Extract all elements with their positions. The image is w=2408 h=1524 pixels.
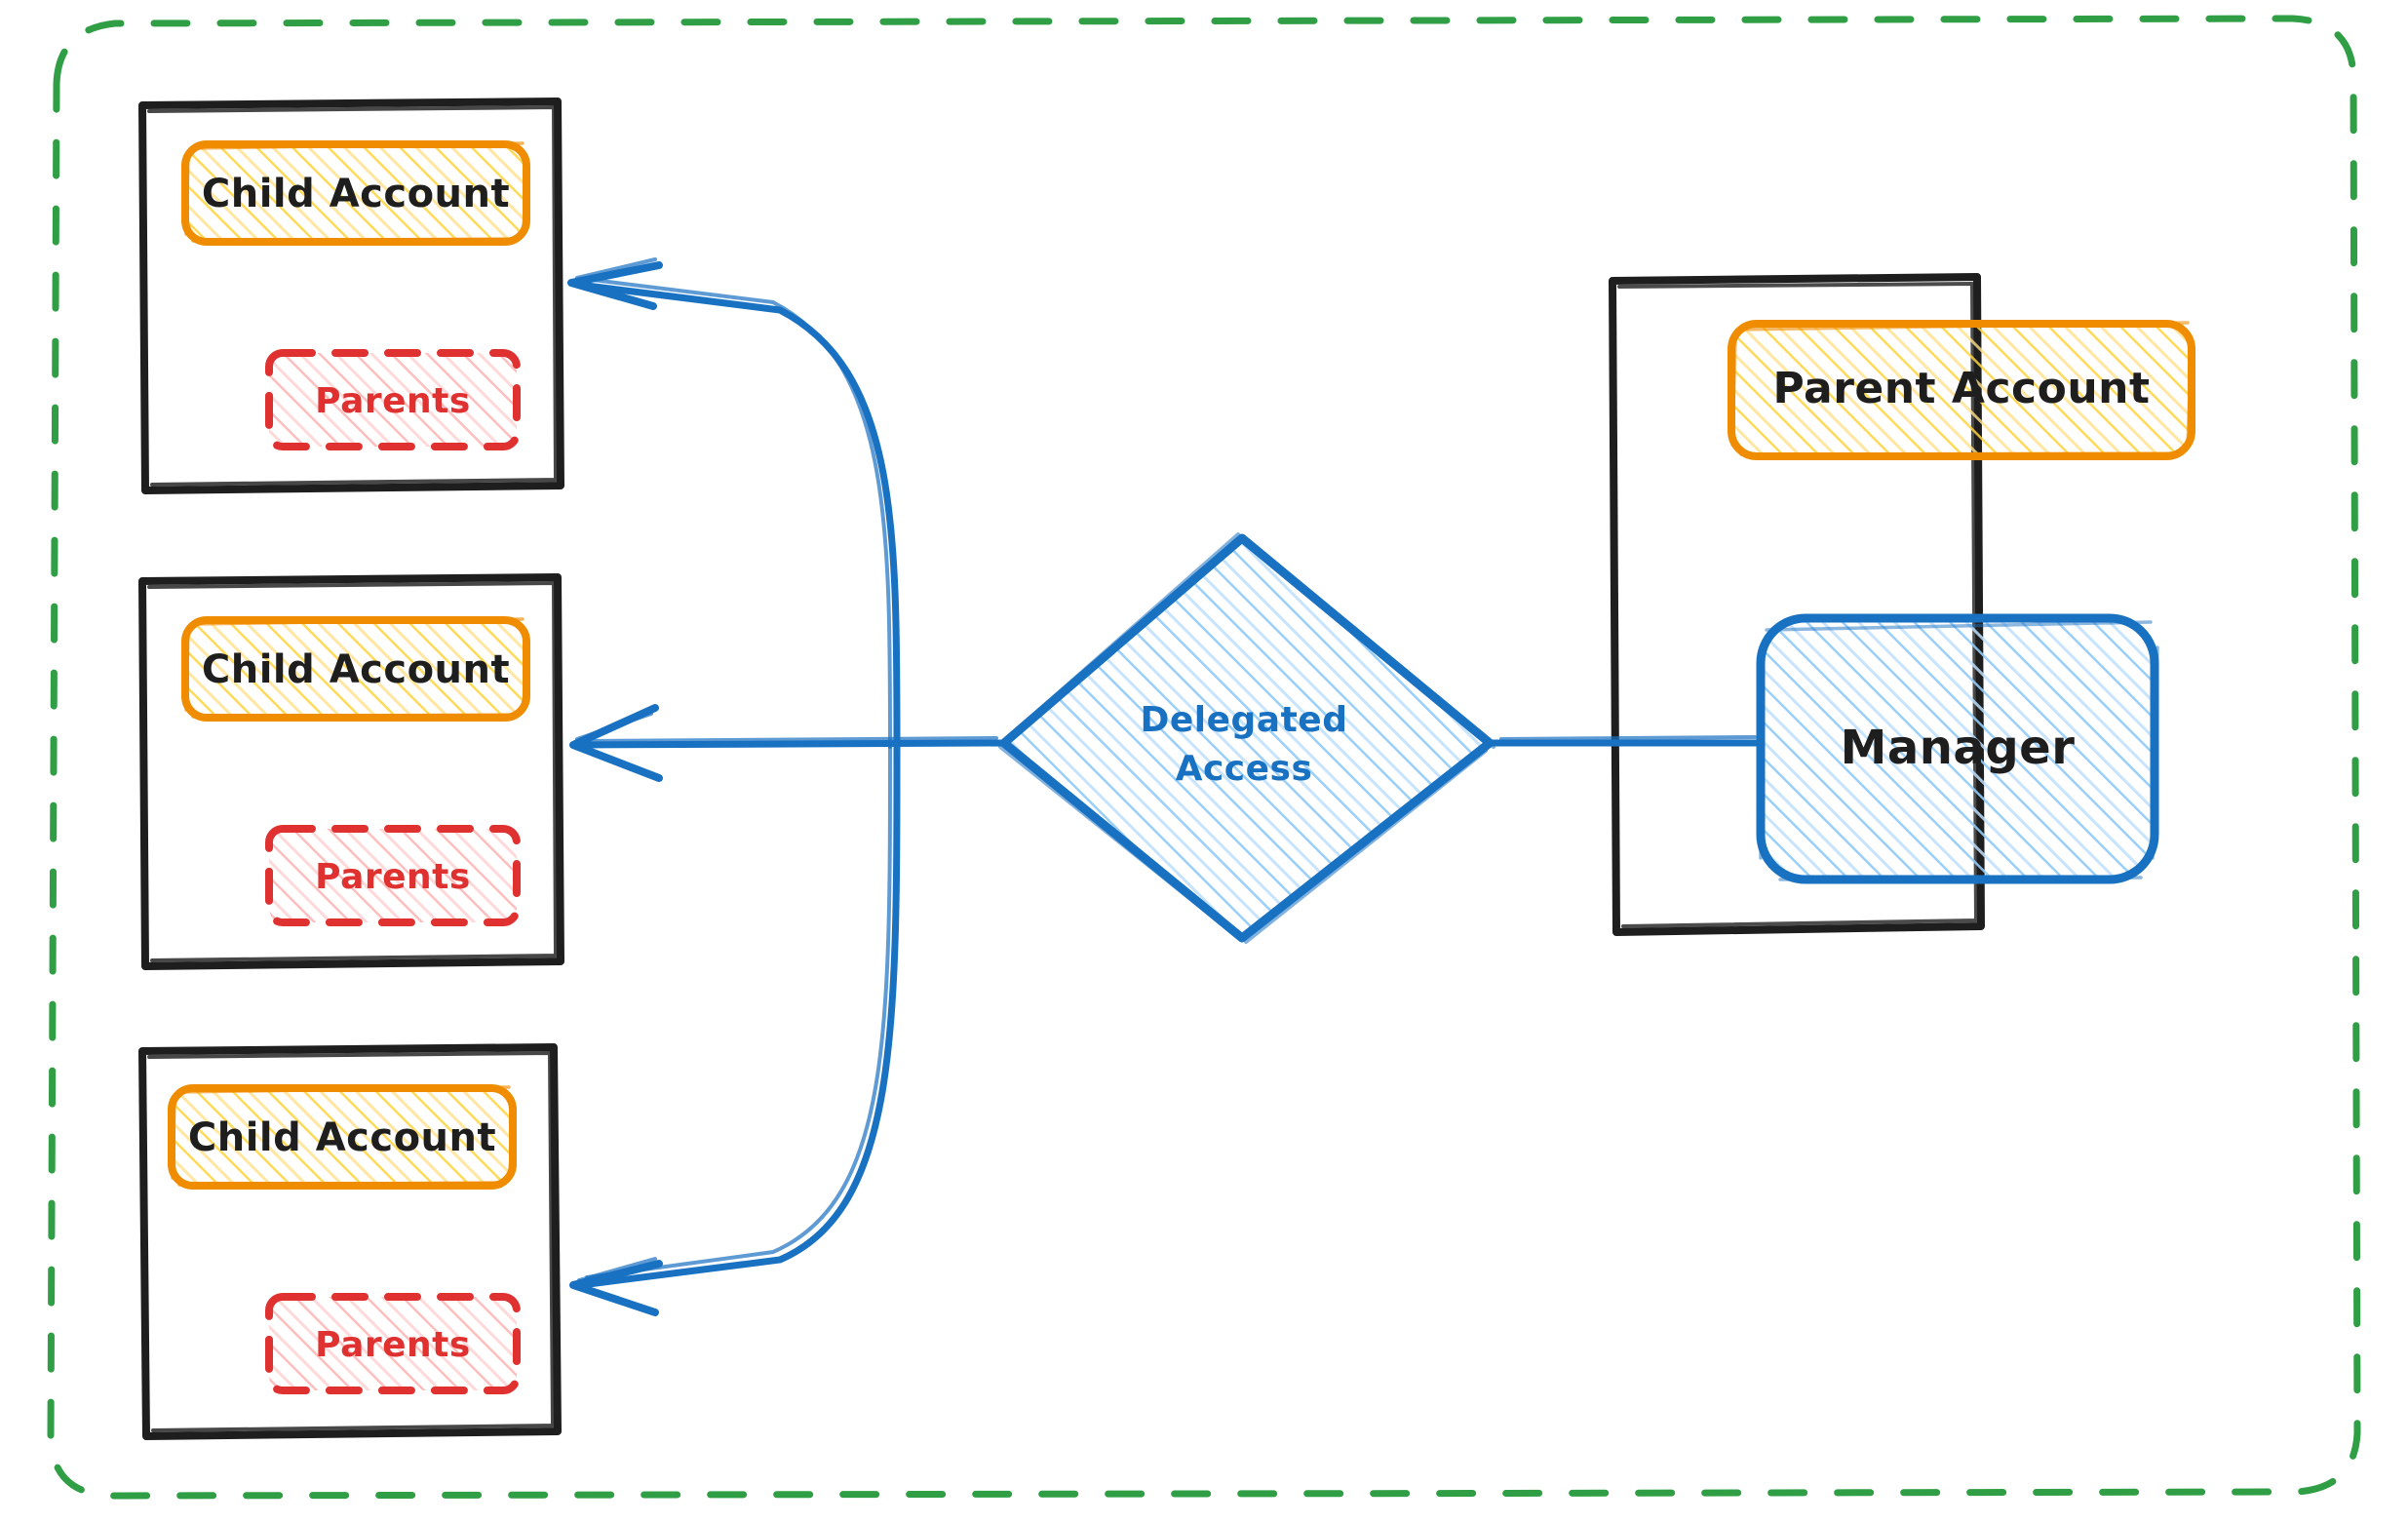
delegated-access-diamond[interactable]: Delegated Access [998, 532, 1495, 944]
parent-account-pill[interactable]: Parent Account [1728, 320, 2195, 460]
delegated-access-label-line1: Delegated [1140, 700, 1347, 740]
edge-delegated-access-to-child-3 [569, 743, 901, 1316]
edge-manager-to-delegated-access [1486, 735, 1765, 747]
child-account-label-2: Child Account [202, 647, 510, 692]
parent-account-container[interactable]: Parent Account Manager [1609, 273, 2195, 936]
child-account-pill-1[interactable]: Child Account [181, 140, 530, 246]
parents-label-2: Parents [315, 857, 471, 897]
manager-box[interactable]: Manager [1756, 613, 2159, 884]
child-account-container-1[interactable]: Child Account Parents [138, 98, 564, 494]
edge-delegated-access-to-child-1 [567, 257, 901, 751]
child-account-container-3[interactable]: Child Account Parents [138, 1043, 562, 1440]
delegated-access-label-line2: Access [1176, 749, 1313, 789]
child-account-label-3: Child Account [188, 1115, 496, 1160]
parent-account-label: Parent Account [1772, 364, 2150, 413]
child-account-container-2[interactable]: Child Account Parents [138, 573, 564, 970]
parents-label-3: Parents [315, 1325, 471, 1365]
child-account-pill-3[interactable]: Child Account [168, 1084, 517, 1190]
parents-pill-2[interactable]: Parents [265, 825, 521, 926]
parents-pill-1[interactable]: Parents [265, 349, 521, 450]
manager-label: Manager [1841, 721, 2076, 775]
child-account-label-1: Child Account [202, 172, 510, 216]
outer-boundary [47, 15, 2361, 1500]
parents-label-1: Parents [315, 381, 471, 421]
child-account-pill-2[interactable]: Child Account [181, 616, 530, 722]
parents-pill-3[interactable]: Parents [265, 1293, 521, 1394]
edge-delegated-access-to-child-2 [569, 704, 1008, 782]
